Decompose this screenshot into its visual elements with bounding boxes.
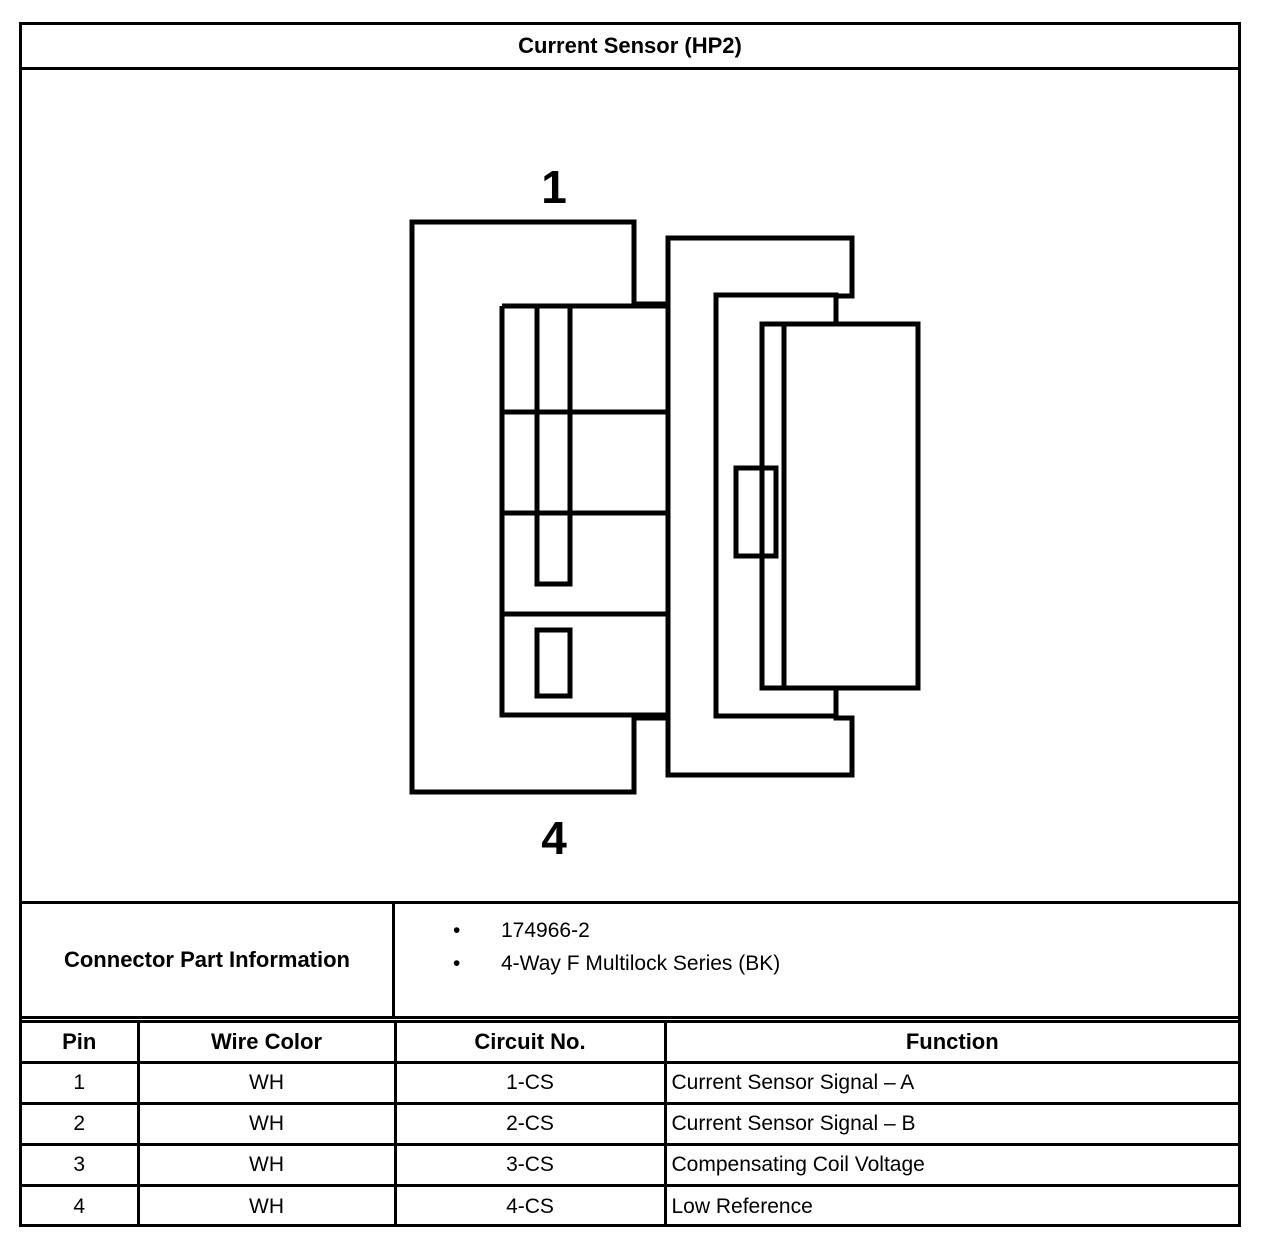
terminal-slot-upper [534,303,573,587]
table-row: 4 WH 4-CS Low Reference [22,1184,1238,1227]
cell-function: Low Reference [663,1184,1238,1227]
connector-info-item: •4-Way F Multilock Series (BK) [395,947,1238,980]
sheet-title: Current Sensor (HP2) [22,25,1238,70]
pin-1-label: 1 [541,161,567,213]
bullet-icon: • [453,919,461,942]
lock-latch [733,465,779,559]
cell-wire-color: WH [136,1143,397,1187]
cell-circuit-no: 2-CS [393,1102,667,1146]
cell-pin: 2 [22,1102,140,1146]
cell-pin: 3 [22,1143,140,1187]
pin-4-label: 4 [541,812,567,864]
cell-function: Compensating Coil Voltage [663,1143,1238,1187]
table-row: 3 WH 3-CS Compensating Coil Voltage [22,1143,1238,1187]
table-header-row: Pin Wire Color Circuit No. Function [22,1020,1238,1064]
table-row: 1 WH 1-CS Current Sensor Signal – A [22,1061,1238,1105]
connector-part-info: Connector Part Information •174966-2 •4-… [22,901,1238,1019]
connector-info-item: •174966-2 [395,914,1238,947]
terminal-slot-pin-4 [534,627,573,699]
header-function: Function [663,1020,1238,1064]
lock-tab [759,321,921,691]
cell-wire-color: WH [136,1102,397,1146]
cell-pin: 1 [22,1061,140,1105]
cell-wire-color: WH [136,1184,397,1227]
connector-info-list: •174966-2 •4-Way F Multilock Series (BK) [395,914,1238,980]
pin-table: Pin Wire Color Circuit No. Function 1 WH… [22,1020,1238,1227]
cell-circuit-no: 4-CS [393,1184,667,1227]
cell-function: Current Sensor Signal – B [663,1102,1238,1146]
cavity-block [499,303,668,718]
cell-circuit-no: 3-CS [393,1143,667,1187]
connector-drawing: 1 4 [409,161,921,864]
connector-diagram: 1 4 [22,70,1238,903]
cell-function: Current Sensor Signal – A [663,1061,1238,1105]
table-row: 2 WH 2-CS Current Sensor Signal – B [22,1102,1238,1146]
cell-circuit-no: 1-CS [393,1061,667,1105]
bullet-icon: • [453,952,461,975]
header-circuit-no: Circuit No. [393,1020,667,1064]
cell-pin: 4 [22,1184,140,1227]
header-pin: Pin [22,1020,140,1064]
cell-wire-color: WH [136,1061,397,1105]
connector-sheet: Current Sensor (HP2) 1 4 [19,22,1241,1227]
header-wire-color: Wire Color [136,1020,397,1064]
connector-info-label: Connector Part Information [22,904,395,1016]
lock-frame [665,235,855,778]
